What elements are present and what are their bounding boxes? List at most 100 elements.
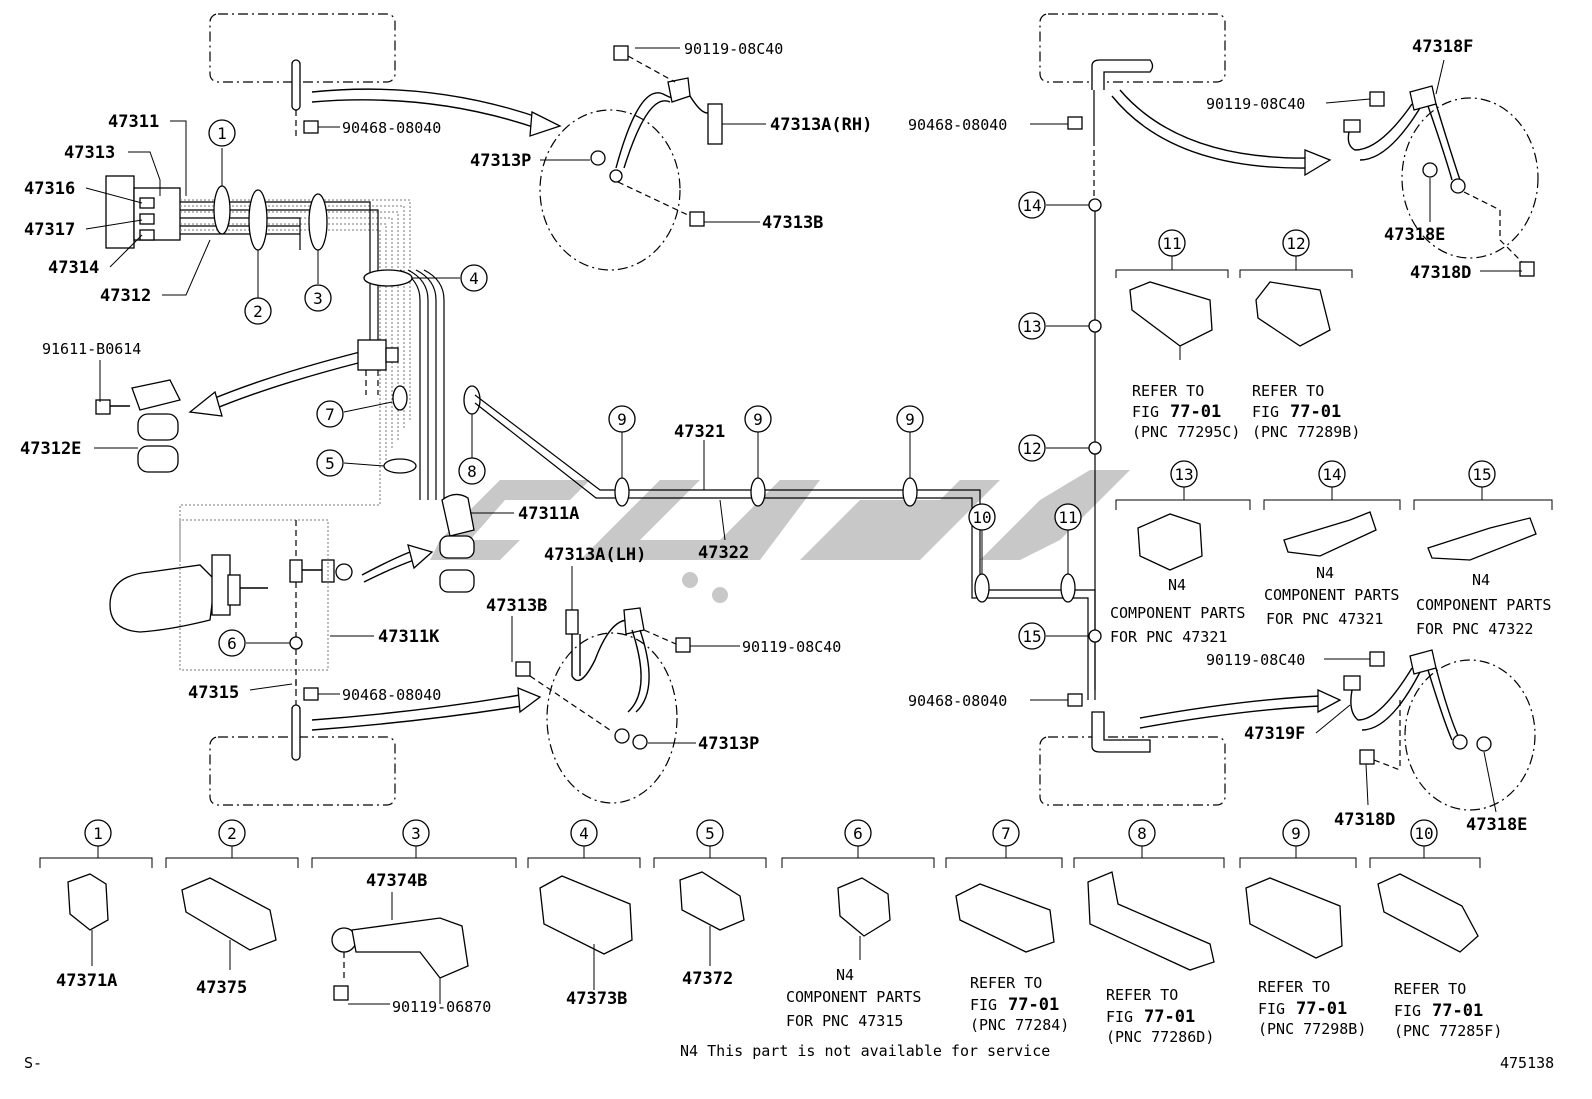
svg-text:2: 2 — [253, 302, 263, 321]
footer-note: N4 This part is not available for servic… — [680, 1042, 1050, 1060]
label-47322: 47322 — [698, 543, 749, 563]
svg-text:FIG: FIG — [1394, 1002, 1421, 1020]
svg-text:FIG: FIG — [1258, 1000, 1285, 1018]
detail-clamp-11: 11 REFER TO FIG 77-01 (PNC 77295C) — [1115, 229, 1240, 441]
svg-text:15: 15 — [1022, 627, 1041, 646]
callout-4: 4 — [460, 264, 488, 292]
svg-text:FOR PNC 47321: FOR PNC 47321 — [1266, 610, 1383, 628]
callout-10: 10 — [968, 503, 996, 531]
hose-front-left — [515, 607, 691, 804]
svg-text:9: 9 — [753, 410, 763, 429]
svg-text:REFER TO: REFER TO — [970, 974, 1042, 992]
hose-rear-right — [1343, 85, 1539, 277]
svg-text:N4: N4 — [836, 966, 854, 984]
callout-7: 7 — [316, 400, 344, 428]
svg-text:12: 12 — [1022, 439, 1041, 458]
master-cylinder-assembly — [105, 175, 445, 560]
detail-clamp-3: 3 47374B 90119-06870 — [311, 819, 517, 1016]
label-47319f: 47319F — [1244, 724, 1305, 744]
bracket-47312E — [95, 379, 181, 473]
svg-text:REFER TO: REFER TO — [1252, 382, 1324, 400]
callout-15: 15 — [1018, 622, 1046, 650]
label-47312e: 47312E — [20, 439, 81, 459]
label-47312: 47312 — [100, 286, 151, 306]
detail-clamp-5: 5 47372 — [653, 819, 767, 989]
svg-text:15: 15 — [1472, 465, 1491, 484]
svg-text:47375: 47375 — [196, 978, 247, 998]
callout-11: 11 — [1054, 503, 1082, 531]
svg-text:REFER TO: REFER TO — [1132, 382, 1204, 400]
three-way-union — [357, 339, 481, 474]
footer-left-code: S- — [24, 1054, 42, 1072]
label-47318e-top: 47318E — [1384, 225, 1445, 245]
svg-text:(PNC 77298B): (PNC 77298B) — [1258, 1020, 1366, 1038]
wheel-outlines — [209, 13, 1226, 806]
svg-text:47372: 47372 — [682, 969, 733, 989]
label-47314: 47314 — [48, 258, 99, 278]
svg-text:REFER TO: REFER TO — [1258, 978, 1330, 996]
label-47321: 47321 — [674, 422, 725, 442]
callout-1: 1 — [208, 119, 236, 147]
callout-5: 5 — [316, 449, 344, 477]
svg-text:(PNC 77289B): (PNC 77289B) — [1252, 423, 1360, 441]
svg-text:REFER TO: REFER TO — [1394, 980, 1466, 998]
label-47313p-bot: 47313P — [698, 734, 759, 754]
svg-text:FOR PNC 47322: FOR PNC 47322 — [1416, 620, 1533, 638]
detail-clamp-2: 2 47375 — [165, 819, 299, 998]
svg-text:FIG: FIG — [1106, 1008, 1133, 1026]
svg-text:1: 1 — [93, 824, 103, 843]
main-brake-lines — [474, 394, 1096, 700]
svg-text:14: 14 — [1322, 465, 1341, 484]
svg-text:3: 3 — [411, 824, 421, 843]
callout-13: 13 — [1018, 312, 1046, 340]
svg-text:14: 14 — [1022, 196, 1041, 215]
callout-8: 8 — [458, 457, 486, 485]
label-47313: 47313 — [64, 143, 115, 163]
rear-vertical-line — [1088, 59, 1154, 753]
svg-text:77-01: 77-01 — [1170, 402, 1221, 422]
svg-text:COMPONENT PARTS: COMPONENT PARTS — [1110, 604, 1245, 622]
svg-text:FIG: FIG — [1252, 403, 1279, 421]
callout-circles: 1 2 3 4 7 5 8 6 9 9 9 10 11 14 13 12 15 — [208, 119, 1082, 657]
svg-text:77-01: 77-01 — [1144, 1007, 1195, 1027]
label-90468-bot-right: 90468-08040 — [908, 692, 1007, 710]
svg-text:77-01: 77-01 — [1008, 995, 1059, 1015]
part-labels: 47311 47313 47316 47317 47314 47312 9161… — [20, 37, 1527, 835]
svg-text:13: 13 — [1022, 317, 1041, 336]
svg-text:47373B: 47373B — [566, 989, 627, 1009]
label-47318d-bot: 47318D — [1334, 810, 1395, 830]
svg-text:11: 11 — [1162, 234, 1181, 253]
svg-text:77-01: 77-01 — [1296, 999, 1347, 1019]
svg-text:4: 4 — [469, 269, 479, 288]
svg-text:7: 7 — [1001, 824, 1011, 843]
svg-text:77-01: 77-01 — [1290, 402, 1341, 422]
svg-text:47374B: 47374B — [366, 871, 427, 891]
label-47313a-lh: 47313A(LH) — [544, 545, 646, 565]
callout-9c: 9 — [896, 405, 924, 433]
label-90119-top: 90119-08C40 — [684, 40, 783, 58]
label-47318f: 47318F — [1412, 37, 1473, 57]
svg-text:13: 13 — [1174, 465, 1193, 484]
svg-text:77-01: 77-01 — [1432, 1001, 1483, 1021]
svg-text:FIG: FIG — [1132, 403, 1159, 421]
callout-6: 6 — [218, 629, 246, 657]
callout-9a: 9 — [608, 405, 636, 433]
svg-text:7: 7 — [325, 405, 335, 424]
label-47311: 47311 — [108, 112, 159, 132]
svg-text:(PNC 77295C): (PNC 77295C) — [1132, 423, 1240, 441]
figure-number: 475138 — [1500, 1054, 1554, 1072]
hose-front-right — [539, 45, 723, 271]
svg-text:COMPONENT PARTS: COMPONENT PARTS — [1416, 596, 1551, 614]
svg-text:8: 8 — [1137, 824, 1147, 843]
svg-text:(PNC 77286D): (PNC 77286D) — [1106, 1028, 1214, 1046]
label-90468-top-left: 90468-08040 — [342, 119, 441, 137]
callout-12: 12 — [1018, 434, 1046, 462]
svg-text:(PNC 77285F): (PNC 77285F) — [1394, 1022, 1502, 1040]
label-47311a: 47311A — [518, 504, 579, 524]
svg-text:2: 2 — [227, 824, 237, 843]
label-47315: 47315 — [188, 683, 239, 703]
